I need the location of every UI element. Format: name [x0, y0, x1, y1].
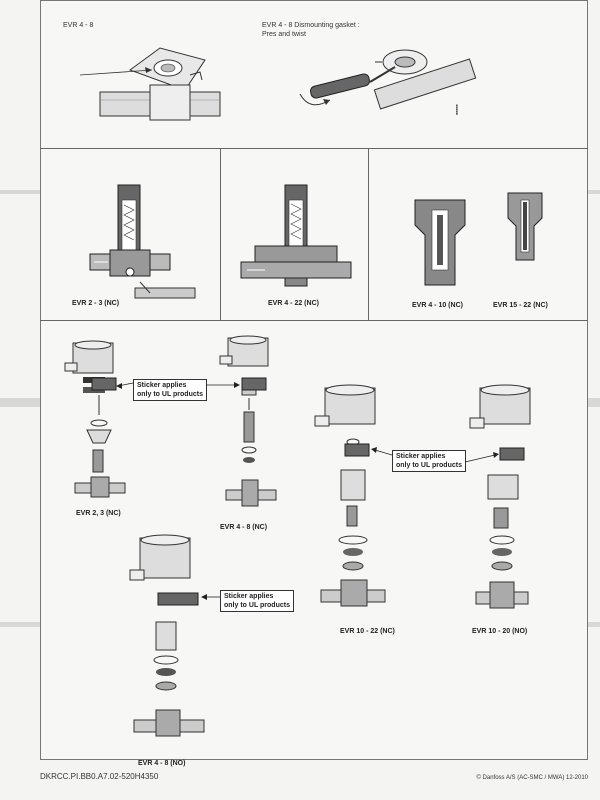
sticker-callout-2: Sticker applies only to UL products: [392, 450, 466, 472]
document-code: DKRCC.PI.BB0.A7.02-520H4350: [40, 772, 159, 781]
evr48-no-exploded-drawing: [129, 534, 205, 737]
caption-evr48-no-bottom: EVR 4 - 8 (NO): [138, 760, 186, 767]
caption-evr48-nc-bottom: EVR 4 - 8 (NC): [220, 524, 268, 531]
top-right-label-line2: Pres and twist: [262, 31, 306, 38]
sticker-line1: Sticker applies: [396, 453, 446, 460]
caption-evr23-nc: EVR 2 - 3 (NC): [72, 300, 120, 307]
caption-evr1022-nc-bottom: EVR 10 - 22 (NC): [340, 628, 395, 635]
evr23-nc-exploded-drawing: [64, 340, 126, 498]
section-divider: [368, 148, 369, 320]
evr1020-no-exploded-drawing: [469, 384, 531, 609]
sticker-line2: only to UL products: [224, 602, 290, 609]
evr1022-nc-exploded-drawing: [314, 384, 386, 607]
sticker-line1: Sticker applies: [224, 593, 274, 600]
dismount-gasket-drawing: [299, 49, 477, 110]
sticker-line2: only to UL products: [396, 462, 462, 469]
section-divider: [40, 148, 588, 149]
evr1522-nc-section-drawing: [507, 192, 543, 261]
evr48-valve-body-drawing: [79, 47, 221, 121]
evr410-nc-section-drawing: [414, 199, 466, 286]
page-frame: [40, 0, 588, 760]
sticker-callout-3: Sticker applies only to UL products: [220, 590, 294, 612]
caption-evr422-nc: EVR 4 - 22 (NC): [268, 300, 319, 307]
section-divider: [40, 320, 588, 321]
caption-evr410-nc: EVR 4 - 10 (NC): [412, 302, 463, 309]
evr422-nc-section-drawing: [240, 184, 352, 287]
evr23-nc-section-drawing: [89, 184, 196, 299]
caption-evr1020-no-bottom: EVR 10 - 20 (NO): [472, 628, 528, 635]
caption-evr23-nc-bottom: EVR 2, 3 (NC): [76, 510, 121, 517]
top-right-label-line1: EVR 4 - 8 Dismounting gasket :: [262, 22, 360, 29]
caption-evr1522-nc: EVR 15 - 22 (NC): [493, 302, 548, 309]
sticker-callout-1: Sticker applies only to UL products: [133, 379, 207, 401]
sticker-line2: only to UL products: [137, 391, 203, 398]
top-left-label: EVR 4 - 8: [63, 22, 94, 29]
sticker-line1: Sticker applies: [137, 382, 187, 389]
copyright: © Danfoss A/S (AC-SMC / MWA) 12-2010: [476, 775, 588, 781]
section-divider: [220, 148, 221, 320]
